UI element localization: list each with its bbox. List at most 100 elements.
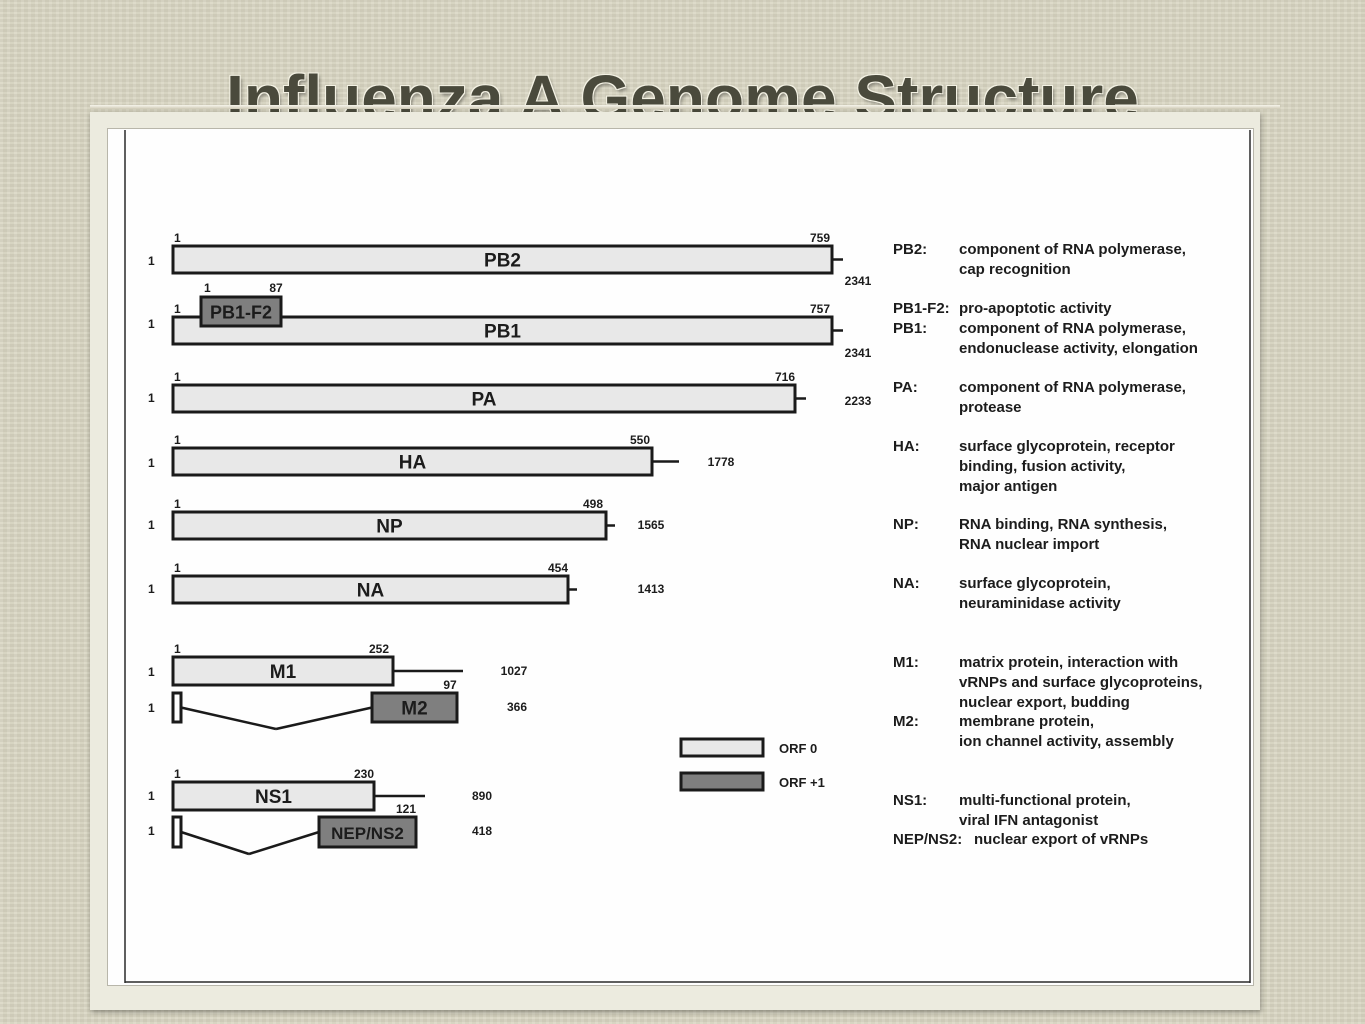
legend-label: ORF +1 [779, 775, 825, 790]
description-key: NS1: [893, 792, 927, 809]
segment-m1-aa-start: 1 [174, 642, 181, 656]
segment-m1: M1 1 252 1 1027 [148, 642, 528, 687]
description-ns1: NS1: multi-functional protein, viral IFN a… [893, 792, 1131, 829]
segment-nep-length: 418 [472, 824, 492, 838]
description-m1: M1:matrix protein, interaction withvRNPs… [893, 654, 1202, 711]
description-key: M1: [893, 654, 919, 671]
segment-pa-name: PA [472, 390, 497, 411]
description-line: nuclear export of vRNPs [974, 831, 1148, 848]
segment-pb1-orf-box [171, 315, 834, 346]
description-line: protease [959, 399, 1022, 416]
description-ha: HA: surface glycoprotein, receptor binding… [893, 438, 1175, 495]
segment-ns1-nt-start: 1 [148, 789, 155, 803]
description-line: vRNPs and surface glycoproteins, [959, 674, 1202, 691]
legend-swatch [679, 737, 765, 758]
segment-pb1-f2-aa-end: 87 [269, 281, 283, 295]
segment-ha-nt-start: 1 [148, 456, 155, 470]
description-line: component of RNA polymerase, [959, 379, 1186, 396]
segment-m1-name: M1 [270, 662, 297, 683]
segment-np-name: NP [376, 517, 403, 538]
segment-pb1-f2-name: PB1-F2 [210, 303, 272, 323]
segment-pb1-aa-start: 1 [174, 302, 181, 316]
legend-label: ORF 0 [779, 741, 817, 756]
segment-na-aa-end: 454 [548, 561, 568, 575]
description-line: component of RNA polymerase, [959, 241, 1186, 258]
segment-ha-aa-start: 1 [174, 433, 181, 447]
segment-nep-nt-start: 1 [148, 824, 155, 838]
segment-na-nt-start: 1 [148, 582, 155, 596]
description-line: surface glycoprotein, receptor [959, 438, 1175, 455]
segment-pa: PA 1 716 1 2233 [148, 370, 872, 414]
segment-m1-aa-end: 252 [369, 642, 389, 656]
segment-pb1-f2-box [199, 295, 283, 328]
segment-m1-length: 1027 [501, 664, 528, 678]
segment-m2-nt-start: 1 [148, 701, 155, 715]
description-line: cap recognition [959, 261, 1071, 278]
description-na: NA:surface glycoprotein,neuraminidase ac… [893, 575, 1121, 612]
legend-item-orf1: ORF +1 [679, 771, 825, 792]
segment-m2-intron-right [275, 706, 373, 731]
description-key: NEP/NS2: [893, 831, 962, 848]
segment-ns1-aa-start: 1 [174, 767, 181, 781]
segment-pb1-f2-aa-start: 1 [204, 281, 211, 295]
description-line: major antigen [959, 478, 1057, 495]
segment-m2-aa-end: 97 [443, 678, 457, 692]
description-line: component of RNA polymerase, [959, 320, 1186, 337]
segment-nep-orf-box [317, 815, 418, 849]
segment-m1-nt-start: 1 [148, 665, 155, 679]
description-line: viral IFN antagonist [959, 812, 1098, 829]
segment-np-aa-end: 498 [583, 497, 603, 511]
segment-ns1-orf-box [171, 780, 376, 812]
segment-pb2-aa-start: 1 [174, 231, 181, 245]
description-m2: M2: membrane protein, ion channel activity… [893, 713, 1174, 750]
segment-np-length: 1565 [638, 518, 665, 532]
description-line: RNA nuclear import [959, 536, 1099, 553]
segment-np-aa-start: 1 [174, 497, 181, 511]
segment-nep-intron-left [180, 830, 250, 856]
segment-m2-length: 366 [507, 700, 527, 714]
description-line: ion channel activity, assembly [959, 733, 1174, 750]
description-line: binding, fusion activity, [959, 458, 1125, 475]
segment-pb2-aa-end: 759 [810, 231, 830, 245]
description-line: multi-functional protein, [959, 792, 1131, 809]
segment-nep-exon1-box [171, 815, 183, 849]
segment-pb2-name: PB2 [484, 251, 521, 272]
description-key: PA: [893, 379, 918, 396]
description-key: HA: [893, 438, 920, 455]
segment-ha-aa-end: 550 [630, 433, 650, 447]
segment-pb2-length: 2341 [845, 274, 872, 288]
segment-m1-orf-box [171, 655, 395, 687]
segment-ns1-name: NS1 [255, 787, 292, 808]
segment-pa-nt-start: 1 [148, 391, 155, 405]
description-line: membrane protein, [959, 713, 1094, 730]
segment-m2-exon1-box [171, 691, 183, 724]
description-key: M2: [893, 713, 919, 730]
description-key: NA: [893, 575, 920, 592]
description-pa: PA: component of RNA polymerase, protease [893, 379, 1186, 416]
segment-m2-intron-left [180, 706, 277, 731]
description-line: RNA binding, RNA synthesis, [959, 516, 1167, 533]
segment-ha-name: HA [399, 453, 427, 474]
segment-pb1-length: 2341 [845, 346, 872, 360]
description-pb1: PB1:component of RNA polymerase,endonucl… [893, 320, 1198, 357]
segment-nep-aa-end: 121 [396, 802, 416, 816]
description-key: PB1: [893, 320, 927, 337]
segment-pb1-name: PB1 [484, 322, 521, 343]
segment-pa-aa-end: 716 [775, 370, 795, 384]
legend-item-orf0: ORF 0 [679, 737, 817, 758]
description-nepns2: NEP/NS2: nuclear export of vRNPs [893, 831, 1148, 848]
segment-pb1-nt-start: 1 [148, 317, 155, 331]
segment-pa-aa-start: 1 [174, 370, 181, 384]
segment-pa-length: 2233 [845, 394, 872, 408]
description-np: NP:RNA binding, RNA synthesis,RNA nuclea… [893, 516, 1167, 553]
segment-ha-orf-box [171, 446, 654, 477]
description-key: PB1-F2: [893, 300, 950, 317]
